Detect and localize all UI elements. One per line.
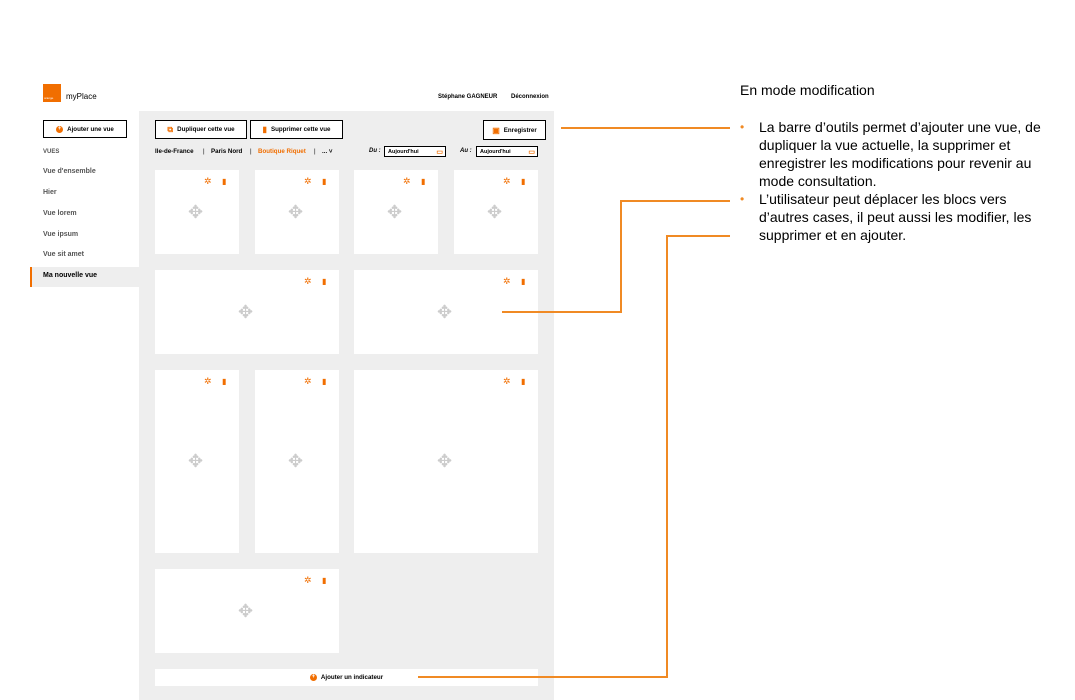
trash-icon[interactable]: ▮ [421,177,426,186]
gear-icon[interactable]: ✲ [503,376,511,386]
indicator-block[interactable]: ✲ ▮ ✥ [155,270,339,354]
chevron-down-icon: ˅ [327,148,333,155]
indicator-block[interactable]: ✲ ▮ ✥ [255,370,339,553]
move-icon[interactable]: ✥ [387,202,403,222]
gear-icon[interactable]: ✲ [403,176,411,186]
indicator-block[interactable]: ✲ ▮ ✥ [155,569,339,653]
date-from-value: Aujourd'hui [388,148,419,155]
date-to-value: Aujourd'hui [480,148,511,155]
plus-circle-icon: + [309,674,317,681]
breadcrumb-separator: | [250,148,252,155]
move-icon[interactable]: ✥ [188,202,204,222]
save-label: Enregistrer [503,126,537,134]
duplicate-label: Dupliquer cette vue [177,126,235,133]
add-view-label: Ajouter une vue [67,125,114,133]
gear-icon[interactable]: ✲ [304,376,312,386]
sidebar-item-lorem[interactable]: Vue lorem [43,210,77,217]
delete-label: Supprimer cette vue [270,126,331,133]
breadcrumb-more-label: ... [322,148,328,155]
move-icon[interactable]: ✥ [238,601,254,621]
duplicate-icon: ⧉ [167,124,174,134]
annotation-bullet: L’utilisateur peut déplacer les blocs ve… [740,190,1060,244]
orange-logo[interactable] [43,84,61,102]
add-indicator-label: Ajouter un indicateur [320,674,384,681]
trash-icon[interactable]: ▮ [521,177,526,186]
indicator-block[interactable]: ✲ ▮ ✥ [354,170,438,254]
gear-icon[interactable]: ✲ [304,575,312,585]
trash-icon[interactable]: ▮ [521,377,526,386]
gear-icon[interactable]: ✲ [304,276,312,286]
annotation-line [620,200,622,313]
move-icon[interactable]: ✥ [188,451,204,471]
annotation-bullet: La barre d’outils permet d’ajouter une v… [740,118,1060,190]
indicator-block[interactable]: ✲ ▮ ✥ [155,170,239,254]
save-button[interactable]: ▣ Enregistrer [483,120,546,140]
duplicate-view-button[interactable]: ⧉ Dupliquer cette vue [155,120,247,139]
breadcrumb-separator: | [203,148,205,155]
move-icon[interactable]: ✥ [288,451,304,471]
indicator-block[interactable]: ✲ ▮ ✥ [155,370,239,553]
sidebar-item-ipsum[interactable]: Vue ipsum [43,231,79,238]
gear-icon[interactable]: ✲ [503,176,511,186]
gear-icon[interactable]: ✲ [204,376,212,386]
breadcrumb-separator: | [314,148,316,155]
delete-view-button[interactable]: ▮ Supprimer cette vue [250,120,343,139]
user-name[interactable]: Stéphane GAGNEUR [438,94,498,100]
move-icon[interactable]: ✥ [288,202,304,222]
trash-icon[interactable]: ▮ [222,377,227,386]
breadcrumb-more[interactable]: ... ˅ [322,148,333,155]
views-heading: VUES [43,149,60,155]
sidebar-item-new-view-label: Ma nouvelle vue [43,272,98,279]
sidebar-item-new-view[interactable] [30,267,139,287]
gear-icon[interactable]: ✲ [503,276,511,286]
move-icon[interactable]: ✥ [487,202,503,222]
calendar-icon: ▭ [436,148,443,156]
trash-icon: ▮ [262,125,267,134]
annotation-line [418,676,668,678]
floppy-icon: ▣ [492,125,500,135]
indicator-block[interactable]: ✲ ▮ ✥ [454,170,538,254]
annotation-line [502,311,622,313]
move-icon[interactable]: ✥ [238,302,254,322]
annotation-line [666,235,730,237]
app-name: myPlace [66,92,97,101]
gear-icon[interactable]: ✲ [304,176,312,186]
add-indicator-button[interactable]: + Ajouter un indicateur [155,669,538,686]
active-indicator [30,267,32,287]
date-from-label: Du : [369,148,381,154]
logo-text: orange [44,96,54,100]
breadcrumb-item-zone[interactable]: Paris Nord [211,148,243,155]
indicator-block[interactable]: ✲ ▮ ✥ [255,170,339,254]
move-icon[interactable]: ✥ [437,451,453,471]
logout-link[interactable]: Déconnexion [511,94,549,100]
breadcrumb-item-region[interactable]: Ile-de-France [155,148,194,155]
plus-circle-icon: + [56,125,64,133]
trash-icon[interactable]: ▮ [322,377,327,386]
sidebar-item-sit-amet[interactable]: Vue sit amet [43,251,84,258]
gear-icon[interactable]: ✲ [204,176,212,186]
sidebar-item-yesterday[interactable]: Hier [43,189,57,196]
annotation-title: En mode modification [740,82,875,98]
add-view-button[interactable]: + Ajouter une vue [43,120,127,138]
sidebar-item-overview[interactable]: Vue d'ensemble [43,168,96,175]
trash-icon[interactable]: ▮ [521,277,526,286]
trash-icon[interactable]: ▮ [322,576,327,585]
date-to-label: Au : [460,148,472,154]
trash-icon[interactable]: ▮ [222,177,227,186]
move-icon[interactable]: ✥ [437,302,453,322]
trash-icon[interactable]: ▮ [322,177,327,186]
trash-icon[interactable]: ▮ [322,277,327,286]
annotation-line [620,200,730,202]
calendar-icon: ▭ [528,148,535,156]
date-to-input[interactable]: Aujourd'hui ▭ [476,146,538,157]
annotation-line [666,235,668,678]
breadcrumb-item-shop[interactable]: Boutique Riquet [258,148,306,155]
date-from-input[interactable]: Aujourd'hui ▭ [384,146,446,157]
indicator-block[interactable]: ✲ ▮ ✥ [354,370,538,553]
annotation-line [561,127,730,129]
annotation-list: La barre d’outils permet d’ajouter une v… [740,118,1060,244]
